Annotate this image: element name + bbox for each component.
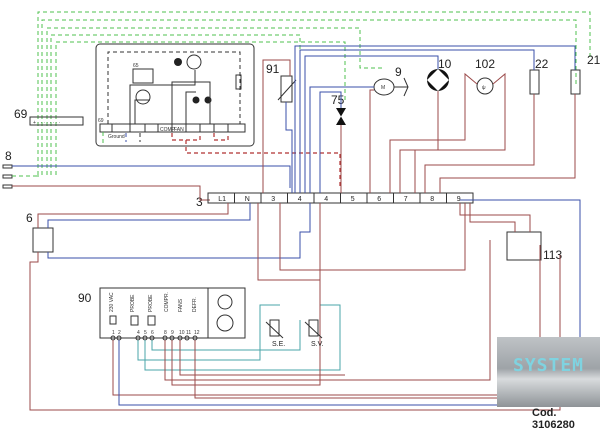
controller-terminal-label: 9 xyxy=(171,330,174,336)
label-6: 6 xyxy=(26,211,33,225)
terminal-label: 4 xyxy=(324,196,328,203)
heater-21 xyxy=(294,45,581,193)
label-90: 90 xyxy=(78,291,92,305)
terminal-strip-3: L1 N 3 4 4 5 6 7 8 9 xyxy=(207,192,474,204)
thermostat-91 xyxy=(262,59,297,193)
label-69: 69 xyxy=(14,107,28,121)
svg-text:ψ: ψ xyxy=(482,85,486,91)
label-8: 8 xyxy=(5,149,12,163)
controller-terminal-label: 6 xyxy=(151,330,154,336)
label-102: 102 xyxy=(475,57,495,71)
ground-bar-69: + · · · · · · · · xyxy=(29,116,84,126)
terminal-label: 3 xyxy=(271,196,275,203)
component-102: ψ xyxy=(389,72,506,193)
switch-6 xyxy=(29,203,561,411)
controller-channel-label: PROBE xyxy=(130,294,136,312)
controller-terminal-label: 1 xyxy=(112,330,115,336)
inset-label-69: 69 xyxy=(98,118,104,124)
controller-channel-label: COMPR. xyxy=(164,292,170,312)
controller-terminal-label: 4 xyxy=(137,330,140,336)
controller-terminal xyxy=(184,335,190,341)
label-se: S.E. xyxy=(272,341,285,348)
terminal-label: 9 xyxy=(457,196,461,203)
inset-terminal-comp: COMP xyxy=(160,127,176,133)
relay-113 xyxy=(459,203,542,261)
terminal-label: 8 xyxy=(430,196,434,203)
label-3: 3 xyxy=(196,195,203,209)
controller-channel-label: 230 VAC xyxy=(109,292,115,312)
heater-22 xyxy=(299,49,540,193)
inset-panel: 69 Ground 65 COMP FAN xyxy=(95,43,341,188)
label-10: 10 xyxy=(438,57,452,71)
lamp-10 xyxy=(304,55,449,193)
logo-text: SYSTEM xyxy=(512,355,585,376)
controller-channel-label: DEFR. xyxy=(192,297,198,312)
inset-terminal-fan: FAN xyxy=(174,127,184,133)
valve-75 xyxy=(319,91,346,193)
terminal-label: 5 xyxy=(351,196,355,203)
controller-terminal-label: 2 xyxy=(118,330,121,336)
label-75: 75 xyxy=(331,93,345,107)
terminal-label: L1 xyxy=(218,196,226,203)
controller-terminal-label: 11 xyxy=(186,330,191,336)
sensor-se xyxy=(265,319,284,339)
controller-channel-label: PROBE xyxy=(148,294,154,312)
ground-wires xyxy=(35,11,591,177)
terminal-label: N xyxy=(245,196,250,203)
controller-channel-label: FANS xyxy=(178,298,184,312)
controller-terminal-label: 8 xyxy=(164,330,167,336)
label-22: 22 xyxy=(535,57,549,71)
controller-terminal-label: 10 xyxy=(179,330,185,336)
terminal-label: 7 xyxy=(404,196,408,203)
inset-terminals xyxy=(111,124,229,132)
controller-terminal-label: 5 xyxy=(144,330,147,336)
inset-ground-label: Ground xyxy=(108,134,125,140)
document-code: Cod. 3106280 xyxy=(532,407,575,431)
label-sv: S.V. xyxy=(311,341,324,348)
sensor-sv xyxy=(304,319,323,339)
label-9: 9 xyxy=(395,65,402,79)
controller-terminal-label: 12 xyxy=(194,330,200,336)
inset-label-65: 65 xyxy=(133,63,139,69)
terminal-label: 4 xyxy=(298,196,302,203)
label-113: 113 xyxy=(543,248,562,262)
system-logo: SYSTEM xyxy=(497,337,600,407)
terminal-label: 6 xyxy=(377,196,381,203)
power-cord-8 xyxy=(2,164,291,201)
svg-text:+ · · · · · · · ·: + · · · · · · · · xyxy=(33,120,61,126)
label-21: 21 xyxy=(587,53,600,67)
fan-motor-9: M xyxy=(309,77,409,193)
label-91: 91 xyxy=(266,62,280,76)
svg-text:M: M xyxy=(381,85,385,91)
